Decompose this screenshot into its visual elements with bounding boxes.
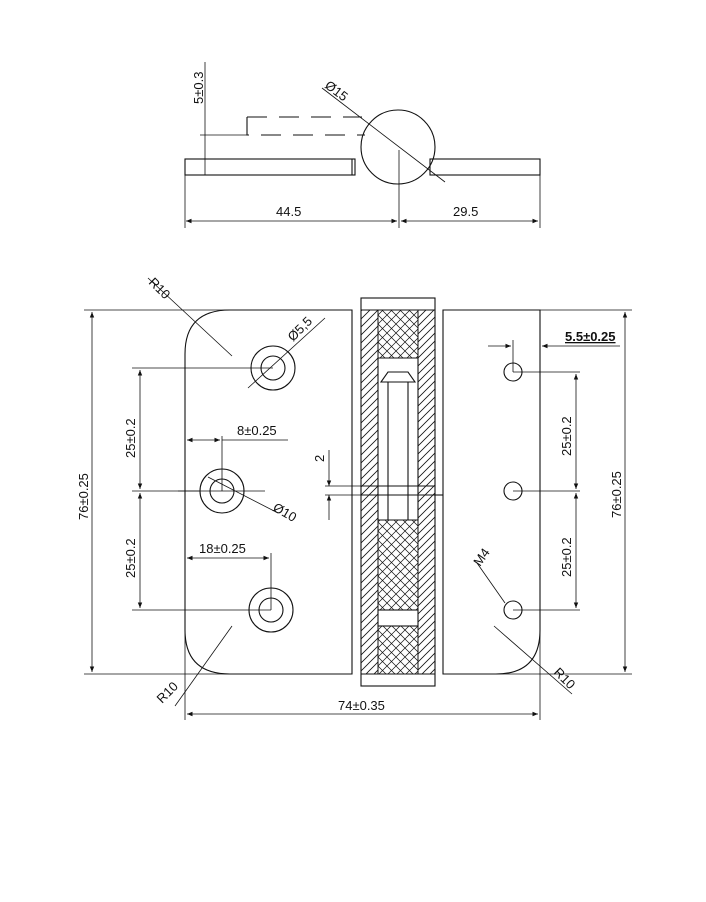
side-offset-label: 5±0.3: [191, 72, 206, 104]
right-leaf: [442, 309, 541, 675]
pin: [377, 357, 419, 521]
bushing-top: [377, 309, 419, 359]
pin-tip: [379, 371, 417, 383]
hole-dia-mid-label: Ø10: [271, 500, 300, 525]
gap-label: 2: [312, 455, 327, 462]
hole-dia-large-label: Ø5,5: [285, 314, 316, 345]
bushing-middle: [377, 519, 419, 611]
pitch-upper-left-label: 25±0.2: [123, 418, 138, 458]
side-pin-dia-label: Ø15: [322, 77, 351, 104]
height-right-label: 76±0.25: [609, 471, 624, 518]
knuckle-wall-right: [417, 309, 436, 675]
pitch-upper-right-label: 25±0.2: [559, 416, 574, 456]
bushing-bottom: [377, 625, 419, 675]
pitch-lower-right-label: 25±0.2: [559, 537, 574, 577]
front-view: R10 Ø5,5 25±0.2 8±0.25 Ø10 25±0.2 18±0.2…: [76, 275, 632, 720]
side-right-len-label: 29.5: [453, 204, 478, 219]
r-bottom-left-label: R10: [154, 679, 181, 706]
side-left-leaf: [184, 158, 356, 176]
side-view: 5±0.3 Ø15 44.5 29.5: [184, 62, 541, 228]
pitch-lower-left-label: 25±0.2: [123, 538, 138, 578]
r-bottom-right-label: R10: [551, 665, 578, 692]
side-knuckle: [360, 109, 436, 185]
edge-offset-top-label: 8±0.25: [237, 423, 277, 438]
side-open-leaf-hidden: [246, 116, 365, 136]
side-left-len-label: 44.5: [276, 204, 301, 219]
side-dia-leader: [321, 87, 446, 183]
edge-offset-bottom-label: 18±0.25: [199, 541, 246, 556]
width-total-label: 74±0.35: [338, 698, 385, 713]
edge-offset-right-label: 5.5±0.25: [565, 329, 616, 344]
height-left-label: 76±0.25: [76, 473, 91, 520]
side-right-leaf: [429, 158, 541, 176]
thread-label: M4: [470, 545, 493, 568]
knuckle-wall-left: [360, 309, 379, 675]
